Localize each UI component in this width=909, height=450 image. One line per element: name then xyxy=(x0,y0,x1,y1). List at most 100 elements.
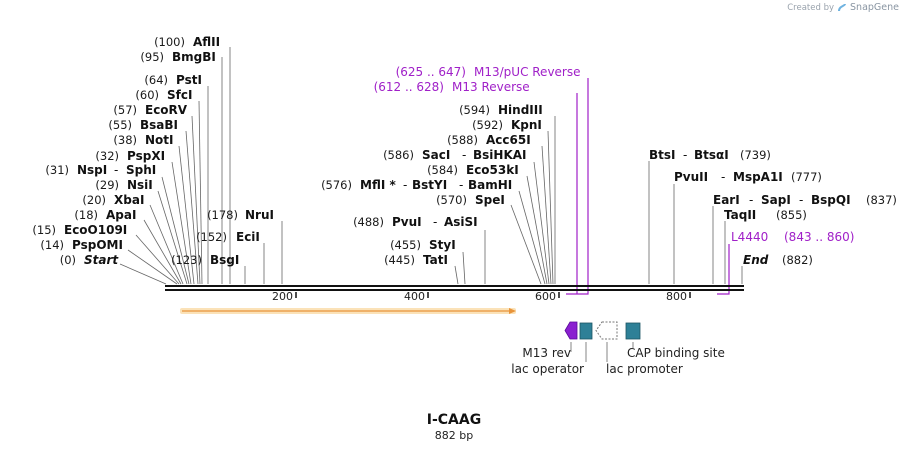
site-name: PspOMI xyxy=(72,238,123,252)
svg-text:-: - xyxy=(749,193,753,207)
site-name-2: BsiHKAI xyxy=(473,148,527,162)
site-name: BsgI xyxy=(210,253,239,267)
site-pos: (0) xyxy=(60,253,76,267)
m13-puc-reverse-primer xyxy=(566,78,589,295)
lac-operator-feature xyxy=(579,322,593,340)
leader-lines-left xyxy=(119,47,231,285)
site-pos: (29) xyxy=(95,178,119,192)
l4440-primer xyxy=(717,244,730,295)
svg-text:-: - xyxy=(433,215,437,229)
site-name: Eco53kI xyxy=(466,163,519,177)
lac-promoter-feature xyxy=(595,321,618,340)
tick-label: 200 xyxy=(272,290,293,303)
site-name: Acc65I xyxy=(486,133,531,147)
site-name: PstI xyxy=(176,73,202,87)
feature-label: lac promoter xyxy=(606,362,683,376)
enzyme-labels-right: BtsI - BtsαI (739) PvuII - MspA1I (777) … xyxy=(649,148,897,267)
feature-label: lac operator xyxy=(511,362,584,376)
site-name: SfcI xyxy=(167,88,192,102)
site-pos: (123) xyxy=(171,253,202,267)
site-pos: (31) xyxy=(45,163,69,177)
site-pos: (38) xyxy=(113,133,137,147)
site-pos: (32) xyxy=(95,149,119,163)
site-pos: (488) xyxy=(353,215,384,229)
svg-text:-: - xyxy=(799,193,803,207)
site-pos: (837) xyxy=(866,193,897,207)
start-label: Start xyxy=(84,253,119,267)
site-pos: (882) xyxy=(782,253,813,267)
site-name: EciI xyxy=(236,230,260,244)
site-name: ApaI xyxy=(106,208,136,222)
site-pos: (586) xyxy=(383,148,414,162)
map-length: 882 bp xyxy=(435,429,473,442)
site-name-2: MspA1I xyxy=(733,170,783,184)
site-pos: (18) xyxy=(74,208,98,222)
site-pos: (152) xyxy=(196,230,227,244)
site-name: EcoRV xyxy=(145,103,188,117)
site-pos: (855) xyxy=(776,208,807,222)
tick-label: 600 xyxy=(535,290,556,303)
site-name-2: BtsαI xyxy=(694,148,729,162)
site-pos: (178) xyxy=(207,208,238,222)
primer-range: (612 .. 628) xyxy=(374,80,444,94)
svg-text:-: - xyxy=(721,170,725,184)
site-name-2: SapI xyxy=(761,193,791,207)
sequence-backbone xyxy=(165,285,744,291)
site-pos: (570) xyxy=(436,193,467,207)
site-pos: (60) xyxy=(135,88,159,102)
site-name-2: BstYI xyxy=(412,178,447,192)
site-name: NsiI xyxy=(127,178,153,192)
site-name: SacI xyxy=(422,148,450,162)
snapgene-logo-icon xyxy=(838,3,847,11)
site-name: PvuI xyxy=(392,215,422,229)
primer-annotations: (625 .. 647) M13/pUC Reverse (612 .. 628… xyxy=(374,65,854,295)
primer-name: M13/pUC Reverse xyxy=(474,65,581,79)
enzyme-labels-left: (100) AflII (95) BmgBI (64) PstI (60) Sf… xyxy=(32,35,220,267)
primer-range: (843 .. 860) xyxy=(784,230,854,244)
site-pos: (100) xyxy=(154,35,185,49)
tick-label: 400 xyxy=(404,290,425,303)
ruler: 200 400 600 800 xyxy=(272,290,691,303)
svg-text:-: - xyxy=(403,178,407,192)
site-name: NruI xyxy=(245,208,274,222)
site-name: BtsI xyxy=(649,148,676,162)
site-name-2: SphI xyxy=(126,163,156,177)
site-pos: (777) xyxy=(791,170,822,184)
enzyme-labels-mid: (178) NruI (152) EciI (123) BsgI (488) P… xyxy=(171,103,543,267)
site-pos: (739) xyxy=(740,148,771,162)
site-name: NspI xyxy=(77,163,107,177)
site-pos: (455) xyxy=(390,238,421,252)
site-pos: (594) xyxy=(459,103,490,117)
site-pos: (576) xyxy=(321,178,352,192)
site-pos: (95) xyxy=(140,50,164,64)
site-name: EcoO109I xyxy=(64,223,127,237)
site-pos: (20) xyxy=(82,193,106,207)
site-pos: (15) xyxy=(32,223,56,237)
svg-text:-: - xyxy=(459,178,463,192)
primer-name: L4440 xyxy=(731,230,768,244)
site-pos: (57) xyxy=(113,103,137,117)
map-title: I-CAAG xyxy=(427,412,481,428)
site-name: PvuII xyxy=(674,170,708,184)
primer-range: (625 .. 647) xyxy=(396,65,466,79)
site-name: XbaI xyxy=(114,193,144,207)
site-name: BsaBI xyxy=(140,118,178,132)
site-name: HindIII xyxy=(498,103,543,117)
site-pos: (588) xyxy=(447,133,478,147)
site-name: PspXI xyxy=(127,149,165,163)
feature-track: M13 rev lac operator lac promoter CAP bi… xyxy=(511,321,725,376)
site-name: NotI xyxy=(145,133,174,147)
svg-text:-: - xyxy=(114,163,118,177)
site-pos: (584) xyxy=(427,163,458,177)
leader-lines-right xyxy=(648,161,743,284)
site-pos: (14) xyxy=(40,238,64,252)
orf-arrow xyxy=(180,308,516,314)
site-name-3: BamHI xyxy=(468,178,512,192)
site-name: TatI xyxy=(423,253,448,267)
svg-text:-: - xyxy=(683,148,687,162)
site-name: StyI xyxy=(429,238,456,252)
site-name-2: AsiSI xyxy=(444,215,478,229)
site-name: SpeI xyxy=(475,193,505,207)
primer-name: M13 Reverse xyxy=(452,80,530,94)
